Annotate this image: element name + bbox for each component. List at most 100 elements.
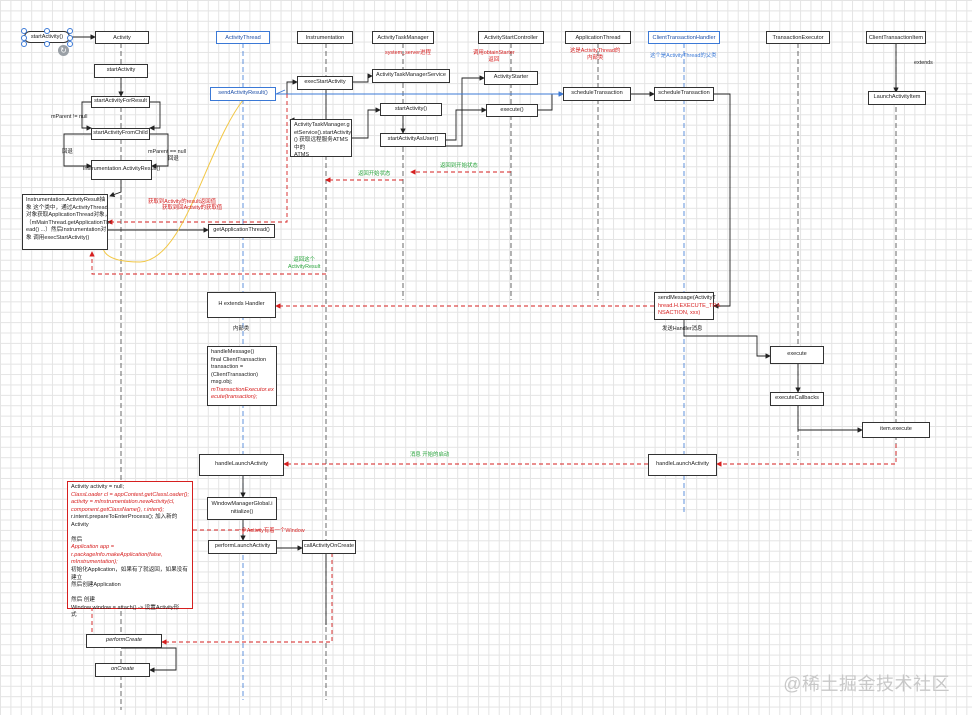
schedule-transaction-handler-box[interactable]: scheduleTransaction <box>654 87 714 101</box>
resize-handle[interactable] <box>21 41 27 47</box>
atm-note-line: ActivityTaskManager.g <box>294 122 350 128</box>
mparent-null-label: mParent == null <box>148 149 187 155</box>
lane-header-activity-thread[interactable]: ActivityThread <box>216 31 270 44</box>
note-line: component.getClassName(), r.intent); <box>71 506 165 513</box>
note-line: ClassLoader cl = appContext.getClassLoad… <box>71 491 189 498</box>
inner-class-line: 这是ActivityThread的 <box>570 48 621 54</box>
code-line: handleMessage() <box>211 349 255 355</box>
lane-header-client-transaction-item[interactable]: ClientTransactionItem <box>866 31 926 44</box>
on-create-box[interactable]: onCreate <box>95 663 150 677</box>
note-line: r.packageInfo.makeApplication(false, <box>71 551 163 558</box>
resize-handle[interactable] <box>67 35 73 41</box>
lane-header-client-transaction-handler[interactable]: ClientTransactionHandler <box>648 31 720 44</box>
send-message-box[interactable]: sendMessage(ActivityT hread.H.EXECUTE_TR… <box>654 292 720 320</box>
exec-start-activity-box[interactable]: execStartActivity <box>297 76 353 90</box>
instrumentation-note-box[interactable]: Instrumentation.ActivityResult抽 象 这个类中，通… <box>22 194 111 250</box>
instr-note-line: 象 这个类中，通过ActivityThread <box>26 204 108 211</box>
one-window-label: 一个Activity有着一个Window <box>236 528 305 534</box>
start-activity-from-child-box[interactable]: startActivityFromChild <box>91 128 150 140</box>
wmg-line: WindowManagerGlobal.i <box>211 500 273 507</box>
instrumentation-activity-result-box[interactable]: Instrumentation.ActivityResult() <box>83 160 160 180</box>
mparent-not-null-label: mParent != null <box>51 114 88 120</box>
code-line: mTransactionExecutor.ex <box>211 386 274 393</box>
atm-service-box[interactable]: ActivityTaskManagerService <box>372 69 450 83</box>
perform-launch-activity-box[interactable]: performLaunchActivity <box>208 540 277 554</box>
execute-box[interactable]: execute() <box>486 104 538 117</box>
item-execute-box[interactable]: item.execute <box>862 422 930 438</box>
perform-launch-note-box[interactable]: Activity activity = null; ClassLoader cl… <box>67 481 193 618</box>
start-activity-for-result-box[interactable]: startActivityForResult <box>91 96 150 108</box>
executor-execute-box[interactable]: execute <box>770 346 824 364</box>
schedule-transaction-app-thread-box[interactable]: scheduleTransaction <box>563 87 631 101</box>
note-line: Window window = attach() -> 设置Activity形 <box>71 604 180 611</box>
get-result-label-2: 获取到回Activity的获取值 <box>162 205 223 211</box>
atm-service-note-text: ActivityTaskManager.g etService().startA… <box>294 122 351 160</box>
perform-launch-note-text: Activity activity = null; ClassLoader cl… <box>71 484 189 620</box>
launch-activity-item-box[interactable]: LaunchActivityItem <box>868 91 926 105</box>
resize-handle[interactable] <box>21 28 27 34</box>
note-line: 然后 创建 <box>71 597 95 604</box>
lane-header-activity-task-manager[interactable]: ActivityTaskManager <box>372 31 434 44</box>
inner-class-label: 内部类 <box>233 326 250 332</box>
get-application-thread-box[interactable]: getApplicationThread() <box>208 224 275 238</box>
inner-class-app-thread-label: 这是ActivityThread的 内部类 <box>570 48 620 63</box>
handle-message-box[interactable]: handleMessage() final ClientTransaction … <box>207 346 277 406</box>
perform-create-label: performCreate <box>105 637 143 644</box>
handle-launch-activity-box[interactable]: handleLaunchActivity <box>199 454 284 476</box>
lane-header-transaction-executor[interactable]: TransactionExecutor <box>766 31 830 44</box>
obtain-starter-line: 返回 <box>488 57 500 64</box>
handle-launch-activity-handler-box[interactable]: handleLaunchActivity <box>648 454 717 476</box>
resize-handle[interactable] <box>67 41 73 47</box>
window-manager-global-box[interactable]: WindowManagerGlobal.i nitialize() <box>207 497 277 520</box>
return-activity-result-label: 返回这个 ActivityResult <box>288 257 320 272</box>
message-start-label: 消息 开始的启动 <box>410 452 450 458</box>
resize-handle[interactable] <box>44 28 50 34</box>
perform-create-box[interactable]: performCreate <box>86 634 162 648</box>
code-line: final ClientTransaction <box>211 356 267 363</box>
on-create-label: onCreate <box>110 666 134 673</box>
lane-header-activity-start-controller[interactable]: ActivityStartController <box>478 31 544 44</box>
extends-label: extends <box>914 60 933 66</box>
note-line: activity = mInstrumentation.newActivity(… <box>71 499 175 506</box>
start-activity-box[interactable]: startActivity <box>94 64 148 78</box>
kill-left-label: 回退 <box>62 149 73 155</box>
get-result-label: 获取到Activity的result返回值 <box>148 199 216 205</box>
resize-handle[interactable] <box>67 28 73 34</box>
atm-note-line: etService().startActivity <box>294 129 352 136</box>
start-activity-as-user-box[interactable]: startActivityAsUser() <box>380 133 446 147</box>
execute-callbacks-box[interactable]: executeCallbacks <box>770 392 824 406</box>
instr-note-line: ead() ...）然后Instrumentation对 <box>26 227 107 234</box>
start-activity-atms-box[interactable]: startActivity() <box>380 103 442 116</box>
obtain-starter-line: 调用obtainStarter <box>473 50 515 56</box>
note-line: 然后 <box>71 536 83 543</box>
h-extends-handler-box[interactable]: H extends Handler <box>207 292 276 318</box>
lane-header-application-thread[interactable]: ApplicationThread <box>565 31 631 44</box>
lane-header-activity[interactable]: Activity <box>95 31 149 44</box>
send-message-text: sendMessage(ActivityT hread.H.EXECUTE_TR… <box>658 295 720 318</box>
handle-message-text: handleMessage() final ClientTransaction … <box>211 349 274 402</box>
send-message-line: hread.H.EXECUTE_TRA <box>658 302 721 309</box>
call-activity-on-create-box[interactable]: callActivityOnCreate <box>302 540 356 554</box>
note-line: mInstrumentation); <box>71 559 118 566</box>
lane-header-instrumentation[interactable]: Instrumentation <box>297 31 353 44</box>
code-line: ecute(transaction); <box>211 394 258 401</box>
parent-class-label: 这个是ActivityThread的父类 <box>650 53 717 59</box>
activity-starter-box[interactable]: ActivityStarter <box>484 71 538 85</box>
resize-handle[interactable] <box>44 41 50 47</box>
watermark: @稀土掘金技术社区 <box>783 674 950 694</box>
code-line: msg.obj; <box>211 379 233 386</box>
send-activity-result-box[interactable]: sendActivityResult() <box>210 87 276 101</box>
atm-service-note-box[interactable]: ActivityTaskManager.g etService().startA… <box>290 119 352 160</box>
wmg-line: nitialize() <box>230 508 254 515</box>
instr-note-line: （mMainThread.getApplicationThr <box>26 219 112 226</box>
resize-handle[interactable] <box>21 35 27 41</box>
return-start-label-2: 返回开始状态 <box>358 171 391 177</box>
instrumentation-note-text: Instrumentation.ActivityResult抽 象 这个类中，通… <box>26 197 111 242</box>
instr-note-line: Instrumentation.ActivityResult抽 <box>26 197 106 203</box>
kill-right-label: 回退 <box>168 156 179 162</box>
note-line: 式 <box>71 612 77 619</box>
rotate-icon[interactable]: ↻ <box>58 45 69 56</box>
note-line: Application app = <box>71 544 115 551</box>
note-line <box>71 529 189 537</box>
send-message-line: sendMessage(ActivityT <box>658 295 716 301</box>
